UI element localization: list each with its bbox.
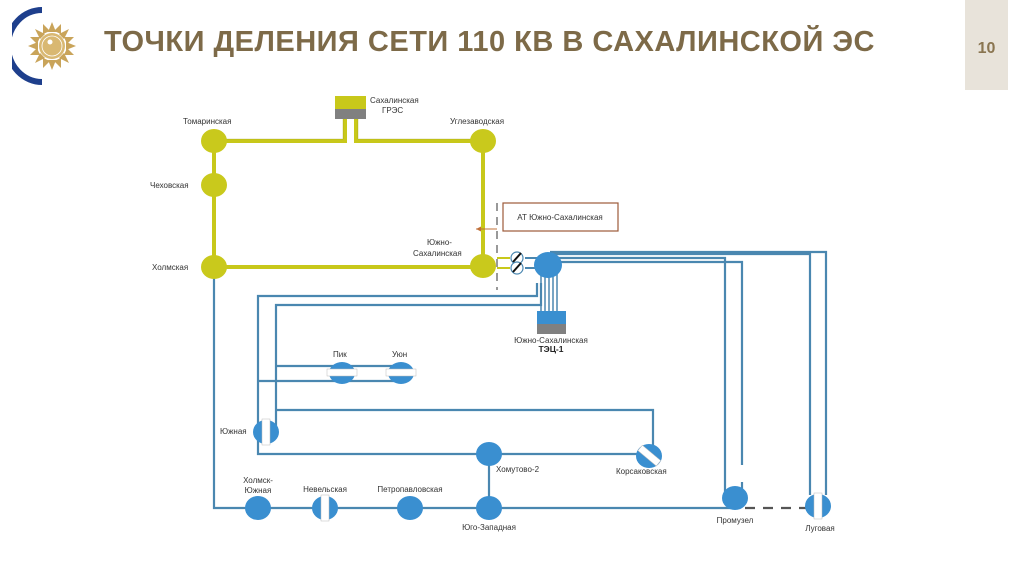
label-kholmskaya: Холмская: [152, 263, 188, 272]
label-promuzel: Промузел: [717, 516, 754, 525]
line-yuzhno-promuzel-a: [550, 256, 727, 498]
label-petropavlovskaya: Петропавловская: [377, 485, 442, 494]
label-yuzhnaya: Южная: [220, 427, 247, 436]
label-yuzhno-1: Южно-: [427, 238, 452, 247]
page-number-box: 10: [965, 0, 1008, 90]
sun-emblem-icon: [28, 22, 76, 70]
page-title: ТОЧКИ ДЕЛЕНИЯ СЕТИ 110 КВ В САХАЛИНСКОЙ …: [104, 26, 875, 58]
company-logo: [12, 7, 76, 85]
label-kholmsk-yuzhnaya-2: Южная: [245, 486, 272, 495]
at-yuzhno-sakhalinskaya-box[interactable]: АТ Южно-Сахалинская: [502, 202, 619, 232]
line-yuzhno-promuzel-b: [550, 260, 744, 465]
autotransformer-switches[interactable]: [510, 251, 524, 275]
label-pik: Пик: [333, 350, 347, 359]
label-tec-2: ТЭЦ-1: [538, 344, 563, 354]
node-yuzhno-110[interactable]: [534, 252, 562, 278]
line-yuzhno-lugovaya-a: [550, 252, 812, 495]
label-khomutovo-2: Хомутово-2: [496, 465, 540, 474]
line-tec-yuzhnaya-outer: [256, 283, 539, 432]
node-chekhovskaya[interactable]: [201, 173, 227, 197]
label-gres-2: ГРЭС: [382, 106, 403, 115]
yellow-lines: [212, 118, 485, 269]
line-tomarinskaya-gres: [215, 118, 347, 143]
label-yuzhno-2: Сахалинская: [413, 249, 462, 258]
logo-arc-icon: [12, 7, 43, 85]
node-kholmskaya[interactable]: [201, 255, 227, 279]
label-lugovaya: Луговая: [805, 524, 834, 533]
label-nevelskaya: Невельская: [303, 485, 347, 494]
label-gres-1: Сахалинская: [370, 96, 419, 105]
line-korsakovskaya-loop: [276, 408, 655, 447]
station-sakhalin-gres[interactable]: [335, 96, 366, 119]
label-uglezavodskaya: Углезаводская: [450, 117, 504, 126]
node-yugo-zapadnaya[interactable]: [476, 496, 502, 520]
node-petropavlovskaya[interactable]: [397, 496, 423, 520]
label-tomarinskaya: Томаринская: [183, 117, 231, 126]
label-uyun: Уюн: [392, 350, 407, 359]
station-tec-1[interactable]: [537, 311, 566, 334]
line-yuzhnaya-khomutovo: [256, 434, 654, 456]
line-kholmskaya-kholmsk-yuzhnaya: [212, 270, 258, 510]
label-chekhovskaya: Чеховская: [150, 181, 189, 190]
yellow-nodes: [201, 129, 496, 279]
node-yuzhno-sakhalinskaya[interactable]: [470, 254, 496, 278]
node-promuzel[interactable]: [722, 486, 748, 510]
node-khomutovo-2[interactable]: [476, 442, 502, 466]
at-box-label: АТ Южно-Сахалинская: [517, 213, 602, 222]
line-gres-uglezavodskaya: [354, 118, 482, 143]
node-kholmsk-yuzhnaya[interactable]: [245, 496, 271, 520]
open-points: [261, 368, 823, 522]
node-tomarinskaya[interactable]: [201, 129, 227, 153]
label-tec-1: Южно-Сахалинская: [514, 336, 588, 345]
label-kholmsk-yuzhnaya-1: Холмск-: [243, 476, 273, 485]
page-number: 10: [977, 40, 996, 57]
label-korsakovskaya: Корсаковская: [616, 467, 667, 476]
node-uglezavodskaya[interactable]: [470, 129, 496, 153]
line-yuzhno-lugovaya-b: [550, 250, 828, 495]
label-yugo-zapadnaya: Юго-Западная: [462, 523, 516, 532]
